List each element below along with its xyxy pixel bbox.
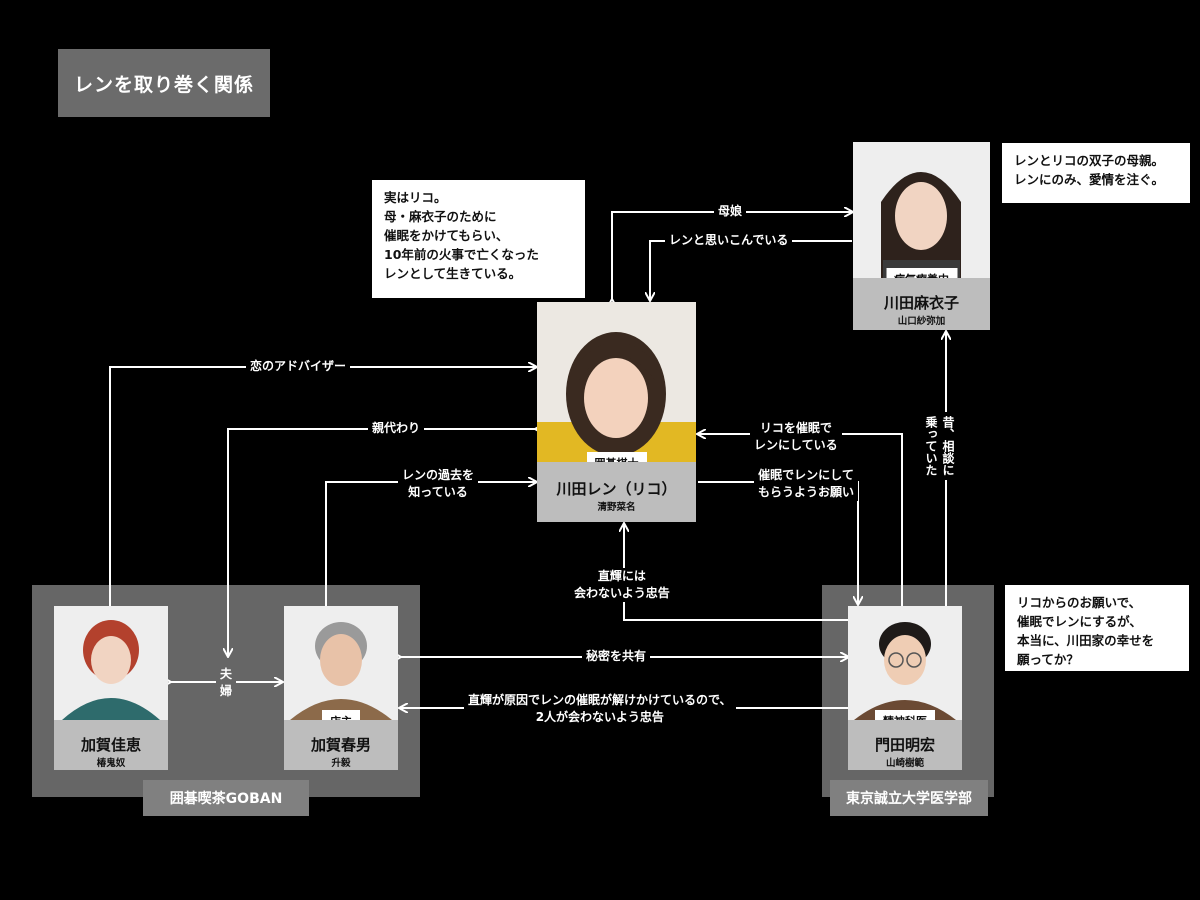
line-warn-naoki (624, 524, 850, 621)
card-yoshie: 加賀佳恵 椿鬼奴 (54, 606, 168, 770)
line-love-adviser (109, 367, 536, 606)
group-goban-label: 囲碁喫茶GOBAN (143, 780, 309, 816)
note-akihiro: リコからのお願いで、 催眠でレンにするが、 本当に、川田家の幸せを 願ってか？ (1005, 585, 1189, 671)
label-hypnotized-text: リコを催眠で レンにしている (754, 421, 838, 452)
label-warn-naoki-text: 直輝には 会わないよう忠告 (574, 569, 670, 600)
avatar-maiko (881, 172, 961, 278)
diagram-title: レンを取り巻く関係 (58, 49, 270, 117)
label-shared-secret: 秘密を共有 (582, 648, 651, 665)
role-tag-haruo: 店主 (322, 710, 360, 720)
photo-yoshie (54, 606, 168, 720)
info-maiko: 川田麻衣子 山口紗弥加 (853, 278, 990, 327)
card-ren: 囲碁棋士 川田レン（リコ） 清野菜名 (537, 302, 696, 522)
label-consulted-text: 昔、相談に 乗っていた (924, 416, 955, 476)
actor-akihiro: 山崎樹範 (885, 758, 924, 769)
info-yoshie: 加賀佳恵 椿鬼奴 (54, 720, 168, 769)
role-tag-ren: 囲碁棋士 (586, 452, 647, 462)
note-maiko-text: レンとリコの双子の母親。 レンにのみ、愛情を注ぐ。 (1014, 153, 1165, 187)
info-akihiro: 門田明宏 山崎樹範 (848, 720, 962, 769)
avatar-akihiro (854, 622, 956, 720)
role-tag-maiko: 病気療養中 (886, 268, 957, 278)
label-hypnotized: リコを催眠で レンにしている (750, 420, 842, 454)
label-request-text: 催眠でレンにして もらうようお願い (758, 468, 855, 499)
actor-ren: 清野菜名 (597, 502, 636, 513)
label-believes-ren: レンと思いこんでいる (665, 232, 793, 249)
photo-maiko: 病気療養中 (853, 142, 990, 278)
name-maiko: 川田麻衣子 (883, 294, 959, 312)
label-couple-text: 夫 婦 (220, 667, 233, 698)
label-mother-daughter: 母娘 (714, 203, 747, 220)
actor-yoshie: 椿鬼奴 (96, 758, 126, 769)
note-ren: 実はリコ。 母・麻衣子のために 催眠をかけてもらい、 10年前の火事で亡くなった… (372, 180, 585, 298)
name-haruo: 加賀春男 (310, 736, 371, 754)
label-warn-naoki: 直輝には 会わないよう忠告 (570, 568, 674, 602)
card-haruo: 店主 加賀春男 升毅 (284, 606, 398, 770)
actor-maiko: 山口紗弥加 (897, 316, 946, 327)
photo-ren: 囲碁棋士 (537, 302, 696, 462)
note-maiko: レンとリコの双子の母親。 レンにのみ、愛情を注ぐ。 (1002, 143, 1190, 203)
label-warn-two: 直輝が原因でレンの催眠が解けかけているので、 2人が会わないよう忠告 (464, 692, 736, 726)
line-hypnotized (698, 434, 903, 606)
card-maiko: 病気療養中 川田麻衣子 山口紗弥加 (853, 142, 990, 330)
label-knows-past: レンの過去を 知っている (398, 467, 479, 501)
avatar-haruo (290, 622, 392, 720)
label-parent-figure: 親代わり (368, 420, 425, 437)
label-couple: 夫 婦 (216, 666, 237, 700)
info-ren: 川田レン（リコ） 清野菜名 (537, 462, 696, 513)
name-ren: 川田レン（リコ） (556, 480, 677, 498)
note-akihiro-text: リコからのお願いで、 催眠でレンにするが、 本当に、川田家の幸せを 願ってか？ (1017, 595, 1155, 667)
card-akihiro: 精神科医 門田明宏 山崎樹範 (848, 606, 962, 770)
actor-haruo: 升毅 (331, 758, 351, 769)
avatar-yoshie (62, 620, 160, 720)
info-haruo: 加賀春男 升毅 (284, 720, 398, 769)
photo-akihiro: 精神科医 (848, 606, 962, 720)
note-ren-text: 実はリコ。 母・麻衣子のために 催眠をかけてもらい、 10年前の火事で亡くなった… (384, 190, 539, 281)
photo-haruo: 店主 (284, 606, 398, 720)
line-mother-daughter (612, 212, 852, 300)
role-tag-akihiro: 精神科医 (875, 710, 935, 720)
name-akihiro: 門田明宏 (874, 736, 935, 754)
label-request: 催眠でレンにして もらうようお願い (754, 467, 859, 501)
label-knows-past-text: レンの過去を 知っている (402, 468, 475, 499)
group-univ-label: 東京誠立大学医学部 (830, 780, 988, 816)
label-love-adviser: 恋のアドバイザー (246, 358, 351, 375)
line-believes-ren (650, 240, 852, 300)
avatar-ren (537, 332, 696, 462)
label-consulted: 昔、相談に 乗っていた (922, 412, 956, 480)
line-parent-figure (228, 429, 536, 656)
name-yoshie: 加賀佳恵 (80, 736, 141, 754)
label-warn-two-text: 直輝が原因でレンの催眠が解けかけているので、 2人が会わないよう忠告 (468, 693, 732, 724)
